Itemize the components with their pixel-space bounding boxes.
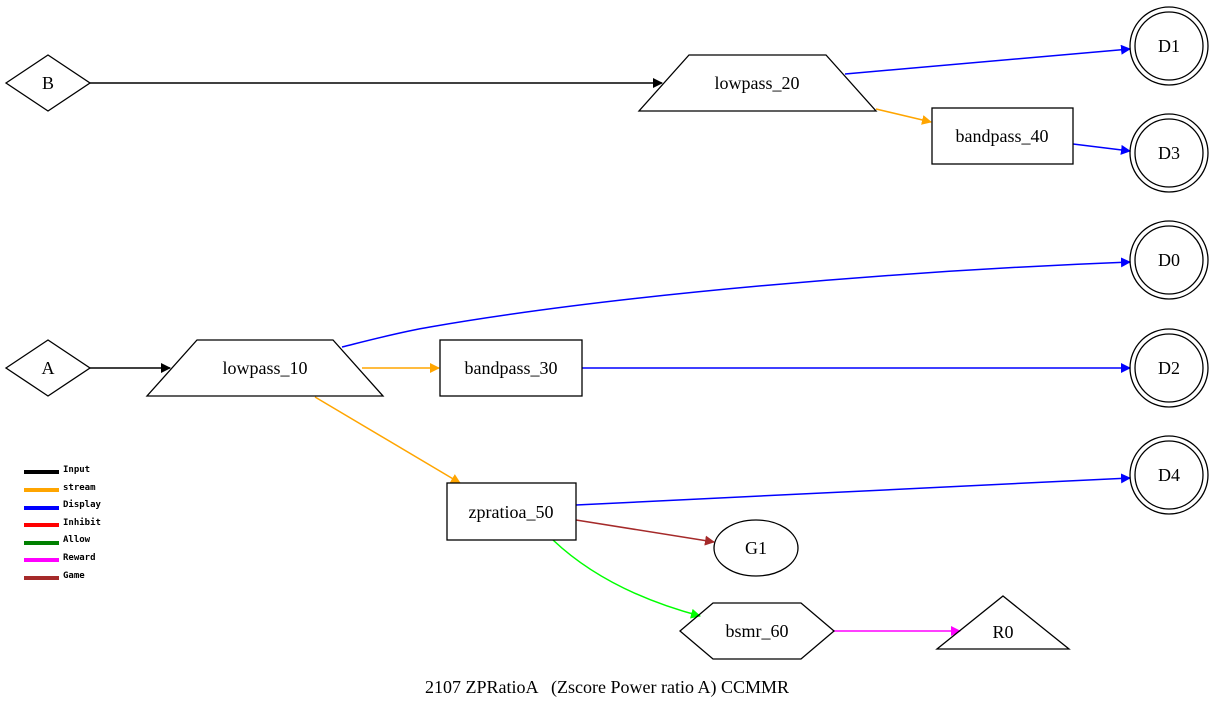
node-d1[interactable]: D1 bbox=[1129, 6, 1209, 86]
legend-label-stream: stream bbox=[63, 483, 96, 493]
node-d4-label: D4 bbox=[1158, 465, 1180, 485]
node-d0-label: D0 bbox=[1158, 250, 1180, 270]
node-b-label: B bbox=[42, 73, 54, 93]
edge-lowpass20-to-d1 bbox=[844, 44, 1131, 75]
node-bandpass-30[interactable]: bandpass_30 bbox=[439, 339, 583, 397]
legend-item-reward: Reward bbox=[24, 553, 96, 563]
node-lowpass-20[interactable]: lowpass_20 bbox=[637, 54, 878, 112]
legend-label-display: Display bbox=[63, 499, 102, 510]
legend-item-game: Game bbox=[24, 571, 85, 581]
node-d2[interactable]: D2 bbox=[1129, 328, 1209, 408]
legend-swatch-display bbox=[24, 506, 59, 510]
legend-swatch-input bbox=[24, 470, 59, 474]
node-d1-label: D1 bbox=[1158, 36, 1180, 56]
node-zpratioa-50-label: zpratioa_50 bbox=[469, 502, 554, 522]
node-d3-label: D3 bbox=[1158, 143, 1180, 163]
legend-item-display: Display bbox=[24, 499, 102, 510]
node-b[interactable]: B bbox=[4, 54, 92, 112]
legend-swatch-allow bbox=[24, 541, 59, 545]
node-a[interactable]: A bbox=[4, 339, 92, 397]
legend-label-reward: Reward bbox=[63, 553, 96, 563]
legend-label-game: Game bbox=[63, 571, 85, 581]
legend-label-inhibit: Inhibit bbox=[63, 517, 101, 528]
edge-zpratioa50-to-bsmr60 bbox=[552, 539, 701, 619]
node-lowpass-10[interactable]: lowpass_10 bbox=[145, 339, 385, 397]
legend-label-allow: Allow bbox=[63, 535, 91, 545]
legend-item-allow: Allow bbox=[24, 535, 91, 545]
edge-zpratioa50-to-d4 bbox=[575, 473, 1131, 506]
legend-swatch-stream bbox=[24, 488, 59, 492]
legend-swatch-inhibit bbox=[24, 523, 59, 527]
legend-item-stream: stream bbox=[24, 483, 96, 493]
node-zpratioa-50[interactable]: zpratioa_50 bbox=[446, 482, 577, 541]
node-r0[interactable]: R0 bbox=[935, 595, 1071, 650]
edge-bandpass40-to-d3 bbox=[1072, 143, 1131, 155]
node-r0-label: R0 bbox=[992, 622, 1013, 642]
node-lowpass-20-label: lowpass_20 bbox=[715, 73, 800, 93]
node-g1-label: G1 bbox=[745, 538, 767, 558]
edge-zpratioa50-to-g1 bbox=[575, 519, 715, 546]
edge-lowpass10-to-zpratioa50 bbox=[314, 396, 461, 484]
node-bandpass-40[interactable]: bandpass_40 bbox=[931, 107, 1074, 165]
node-bsmr-60-label: bsmr_60 bbox=[726, 621, 789, 641]
node-d0[interactable]: D0 bbox=[1129, 220, 1209, 300]
node-bandpass-40-label: bandpass_40 bbox=[956, 126, 1049, 146]
node-d3[interactable]: D3 bbox=[1129, 113, 1209, 193]
edge-lowpass10-to-d0 bbox=[341, 257, 1131, 348]
node-d2-label: D2 bbox=[1158, 358, 1180, 378]
legend: Input stream Display Inhibit Allow Rewar… bbox=[24, 465, 102, 581]
node-a-label: A bbox=[42, 358, 55, 378]
edge-lowpass20-to-bandpass40 bbox=[875, 108, 932, 125]
legend-swatch-game bbox=[24, 576, 59, 580]
node-g1[interactable]: G1 bbox=[713, 519, 799, 577]
legend-swatch-reward bbox=[24, 558, 59, 562]
node-bandpass-30-label: bandpass_30 bbox=[465, 358, 558, 378]
diagram-caption: 2107 ZPRatioA (Zscore Power ratio A) CCM… bbox=[425, 677, 789, 698]
legend-item-input: Input bbox=[24, 465, 90, 475]
legend-item-inhibit: Inhibit bbox=[24, 517, 101, 528]
node-d4[interactable]: D4 bbox=[1129, 435, 1209, 515]
legend-label-input: Input bbox=[63, 465, 90, 475]
node-lowpass-10-label: lowpass_10 bbox=[223, 358, 308, 378]
node-bsmr-60[interactable]: bsmr_60 bbox=[678, 602, 836, 660]
